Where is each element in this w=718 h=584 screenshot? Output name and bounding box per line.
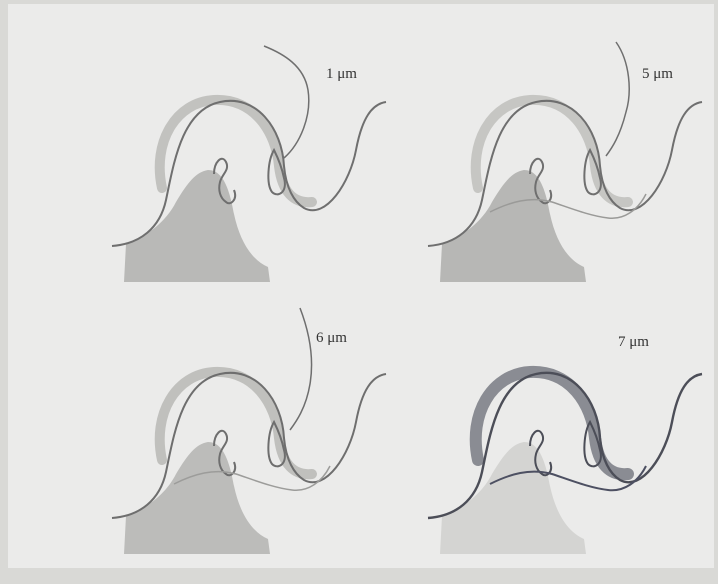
thickness-label: 5 μm (642, 66, 673, 83)
thickness-label: 1 μm (326, 66, 357, 83)
panel-7um: 7 μm (420, 304, 718, 584)
stylus-trace (606, 42, 629, 156)
profile-drawing (104, 304, 456, 584)
panel-1um: 1 μm (104, 32, 456, 312)
stylus-trace (290, 308, 312, 430)
thickness-label: 7 μm (618, 334, 649, 351)
surface-profile (112, 101, 386, 246)
substrate-pillar (124, 170, 270, 282)
profile-drawing (420, 304, 718, 584)
profile-drawing (420, 32, 718, 312)
surface-profile (112, 373, 386, 518)
profile-drawing (104, 32, 456, 312)
substrate-pillar (440, 170, 586, 282)
surface-profile (428, 101, 702, 246)
panel-5um: 5 μm (420, 32, 718, 312)
surface-profile (428, 373, 702, 518)
panel-6um: 6 μm (104, 304, 456, 584)
substrate-pillar (124, 442, 270, 554)
substrate-pillar (440, 442, 586, 554)
thickness-label: 6 μm (316, 330, 347, 347)
figure-sheet: 1 μm 5 μm (8, 4, 714, 568)
